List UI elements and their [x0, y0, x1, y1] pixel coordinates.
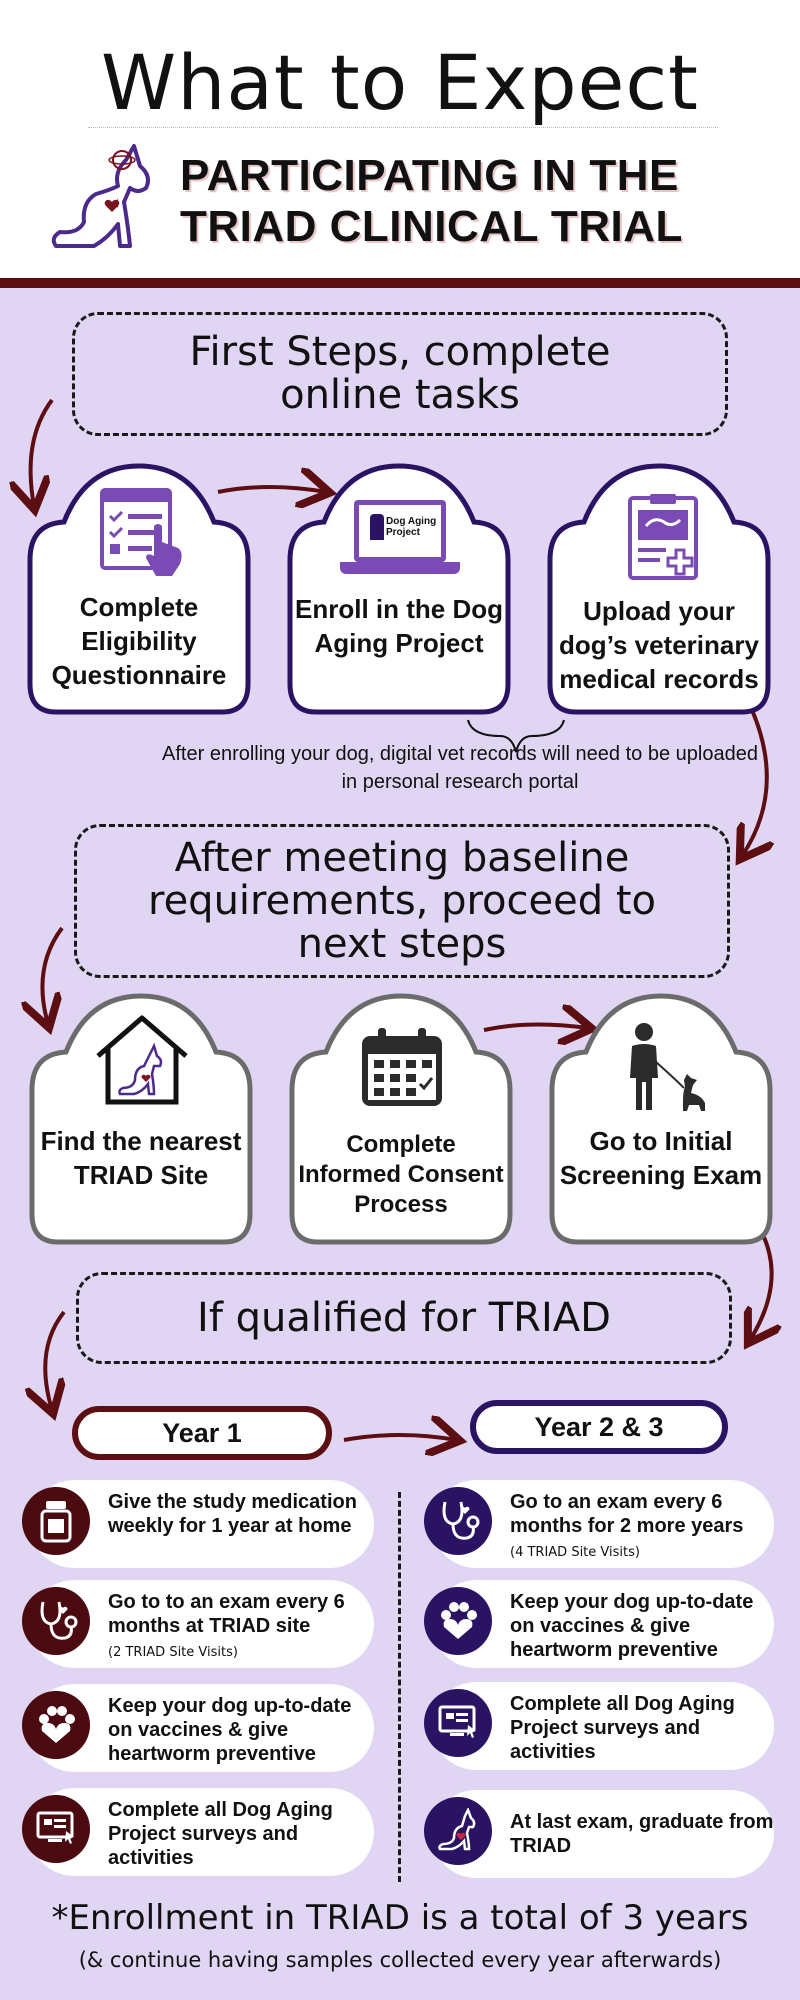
page-title: What to Expect	[101, 38, 699, 127]
arrow-start	[31, 398, 54, 506]
year1-item-vaccines: Keep your dog up-to-date on vaccines & g…	[22, 1684, 374, 1772]
year1-item-surveys: Complete all Dog Aging Project surveys a…	[22, 1788, 374, 1876]
footer-enrollment-note: *Enrollment in TRIAD is a total of 3 yea…	[51, 1898, 749, 1938]
questionnaire-icon	[100, 488, 182, 576]
year1-item-surveys-text: Complete all Dog Aging Project surveys a…	[108, 1799, 333, 1869]
arrow-card1-to-card2	[217, 487, 326, 492]
enroll-note: After enrolling your dog, digital vet re…	[162, 743, 758, 793]
card-shape	[547, 463, 771, 715]
section-first-steps-text: First Steps, complete online tasks	[189, 329, 611, 418]
dog-logo-icon	[51, 144, 150, 248]
step-card-find-site-label: Find the nearest TRIAD Site	[40, 1126, 242, 1190]
step-card-upload-records: Upload your dog’s veterinary medical rec…	[546, 462, 772, 716]
note-brace	[467, 719, 565, 753]
header: What to Expect PARTICIPATING IN THE TRIA…	[0, 0, 800, 280]
arrow-year1-to-year23	[343, 1435, 456, 1440]
step-card-informed-consent: Complete Informed Consent Process	[288, 992, 514, 1246]
person-dog-icon	[630, 1023, 705, 1111]
year23-item-exam: Go to an exam every 6 months for 2 more …	[424, 1480, 774, 1568]
year23-item-exam-text: Go to an exam every 6 months for 2 more …	[510, 1491, 744, 1560]
section-first-steps: First Steps, complete online tasks	[72, 312, 728, 436]
year23-item-vaccines: Keep your dog up-to-date on vaccines & g…	[424, 1580, 774, 1668]
stethoscope-icon	[22, 1587, 90, 1655]
card-shape	[27, 463, 251, 715]
paw-heart-icon	[424, 1587, 492, 1655]
dog-icon	[424, 1797, 492, 1865]
year23-item-surveys: Complete all Dog Aging Project surveys a…	[424, 1682, 774, 1770]
survey-screen-icon	[424, 1689, 492, 1757]
footer-samples-note: (& continue having samples collected eve…	[78, 1948, 722, 1972]
step-card-questionnaire: Complete Eligibility Questionnaire	[26, 462, 252, 716]
step-card-find-site: Find the nearest TRIAD Site	[28, 992, 254, 1246]
arrow-card3-down	[742, 709, 767, 856]
year1-item-exam-text: Go to to an exam every 6 months at TRIAD…	[108, 1591, 345, 1660]
card-shape	[287, 463, 511, 715]
step-card-informed-consent-label: Complete Informed Consent Process	[298, 1131, 504, 1218]
step-card-upload-records-label: Upload your dog’s veterinary medical rec…	[559, 596, 759, 694]
step-card-enroll: Dog Aging Project Enroll in the Dog Agin…	[286, 462, 512, 716]
year23-item-graduate: At last exam, graduate from TRIAD	[424, 1790, 774, 1878]
arrow-card5-to-card6	[483, 1024, 588, 1030]
arrow-baseline-left	[42, 926, 64, 1024]
medical-records-icon	[628, 494, 698, 580]
subtitle-line-1: PARTICIPATING IN THE	[180, 151, 679, 200]
house-dog-icon	[96, 1015, 188, 1105]
year1-item-exam: Go to to an exam every 6 months at TRIAD…	[22, 1580, 374, 1668]
section-after-baseline-text: After meeting baseline requirements, pro…	[148, 834, 656, 967]
year1-item-medication-text: Give the study medication weekly for 1 y…	[108, 1491, 357, 1537]
card-shape	[289, 993, 513, 1245]
card-shape	[549, 993, 773, 1245]
year23-item-vaccines-text: Keep your dog up-to-date on vaccines & g…	[510, 1591, 754, 1661]
survey-screen-icon	[22, 1795, 90, 1863]
laptop-icon: Dog Aging Project	[340, 500, 460, 582]
year23-item-surveys-text: Complete all Dog Aging Project surveys a…	[510, 1693, 735, 1763]
medicine-bottle-icon	[22, 1487, 90, 1555]
step-card-enroll-label: Enroll in the Dog Aging Project	[295, 594, 503, 658]
title-divider	[88, 127, 718, 128]
stethoscope-icon	[424, 1487, 492, 1555]
step-card-screening-exam-label: Go to Initial Screening Exam	[559, 1126, 763, 1190]
section-if-qualified: If qualified for TRIAD	[76, 1272, 732, 1364]
step-card-screening-exam: Go to Initial Screening Exam	[548, 992, 774, 1246]
year-2-3-label: Year 2 & 3	[470, 1400, 728, 1454]
year1-item-medication: Give the study medication weekly for 1 y…	[22, 1480, 374, 1568]
year-1-label: Year 1	[72, 1406, 332, 1460]
subtitle: PARTICIPATING IN THE TRIAD CLINICAL TRIA…	[180, 150, 780, 252]
laptop-screen-text: Dog Aging Project	[386, 516, 437, 538]
paw-heart-icon	[22, 1691, 90, 1759]
section-after-baseline: After meeting baseline requirements, pro…	[74, 824, 730, 978]
year23-item-graduate-text: At last exam, graduate from TRIAD	[510, 1811, 774, 1857]
section-if-qualified-text: If qualified for TRIAD	[197, 1294, 611, 1341]
years-divider	[398, 1492, 401, 1882]
step-card-questionnaire-label: Complete Eligibility Questionnaire	[51, 592, 227, 690]
arrow-qualified-left	[45, 1310, 64, 1410]
card-shape	[29, 993, 253, 1245]
year1-item-vaccines-text: Keep your dog up-to-date on vaccines & g…	[108, 1695, 352, 1765]
subtitle-line-2: TRIAD CLINICAL TRIAL	[180, 202, 683, 251]
calendar-icon	[362, 1028, 442, 1106]
header-divider	[0, 278, 800, 288]
